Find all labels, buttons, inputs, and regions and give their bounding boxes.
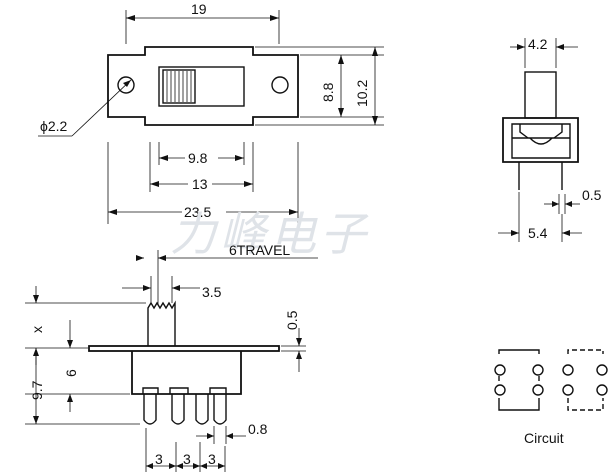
dim-pin-spacing-label: 5.4 <box>528 225 548 241</box>
watermark: 力峰电子 <box>170 208 370 260</box>
dim-hole: ϕ2.2 <box>38 79 132 137</box>
top-view: 19 8.8 10.2 ϕ2.2 <box>38 1 384 224</box>
dim-total-label: 9.7 <box>29 380 45 400</box>
circuit-label: Circuit <box>524 430 564 446</box>
front-flange <box>88 345 280 352</box>
dim-flange-label: 0.5 <box>284 310 300 330</box>
travel-label: 6TRAVEL <box>229 242 290 258</box>
dim-pin: 0.5 <box>544 187 602 214</box>
dim-total: 9.7 <box>29 348 45 424</box>
dim-actuator-width-label: 3.5 <box>202 284 222 300</box>
front-pins <box>142 387 227 425</box>
dim-width: 19 <box>125 1 280 44</box>
pin-pitch-3: 3 <box>208 451 216 467</box>
dim-actuator: 4.2 <box>510 36 578 68</box>
top-view-outline <box>107 46 299 126</box>
dim-hole-spacing: 13 <box>150 176 253 192</box>
side-body <box>502 117 579 163</box>
actuator-slot <box>158 66 245 107</box>
pin-3 <box>195 394 209 425</box>
pin-pitch-2: 3 <box>183 451 191 467</box>
pin-4 <box>213 394 227 425</box>
front-actuator <box>147 300 176 346</box>
pin-1 <box>143 394 157 425</box>
dim-actuator-label: 4.2 <box>528 36 548 52</box>
dim-pin-pitch: 3 3 3 <box>145 428 226 472</box>
dim-height: 8.8 10.2 <box>255 46 384 126</box>
front-body <box>131 351 242 395</box>
side-actuator <box>524 71 557 119</box>
dim-height-outer-label: 10.2 <box>354 80 370 107</box>
left-mounting-hole <box>117 76 135 94</box>
actuator-ribs <box>166 71 192 102</box>
dim-slot: 9.8 <box>159 150 244 166</box>
dim-hole-spacing-label: 13 <box>192 176 208 192</box>
pin-2 <box>171 394 185 425</box>
pin-pitch-1: 3 <box>155 451 163 467</box>
dim-body: 6 <box>63 320 79 412</box>
circuit-diagram: Circuit <box>494 349 608 446</box>
dim-hole-label: ϕ2.2 <box>40 118 68 134</box>
dim-flange: 0.5 <box>281 310 306 372</box>
right-mounting-hole <box>271 76 289 94</box>
dim-pin-width: 0.8 <box>196 421 268 444</box>
dim-body-label: 6 <box>63 369 79 377</box>
dim-slot-label: 9.8 <box>188 150 208 166</box>
dim-pin-label: 0.5 <box>582 187 602 203</box>
dim-overall: 23.5 <box>108 204 298 220</box>
dim-overall-label: 23.5 <box>184 204 211 220</box>
side-view: 4.2 0.5 5.4 <box>498 36 602 242</box>
dim-height-inner-label: 8.8 <box>320 82 336 102</box>
dim-x-label: x <box>29 326 45 333</box>
dim-pin-spacing: 5.4 <box>498 192 582 242</box>
dim-x: x <box>29 286 45 365</box>
actuator-knob <box>162 69 196 104</box>
front-view: 6TRAVEL 3.5 <box>25 242 318 472</box>
dim-width-label: 19 <box>191 1 207 17</box>
dim-pin-width-label: 0.8 <box>248 421 268 437</box>
